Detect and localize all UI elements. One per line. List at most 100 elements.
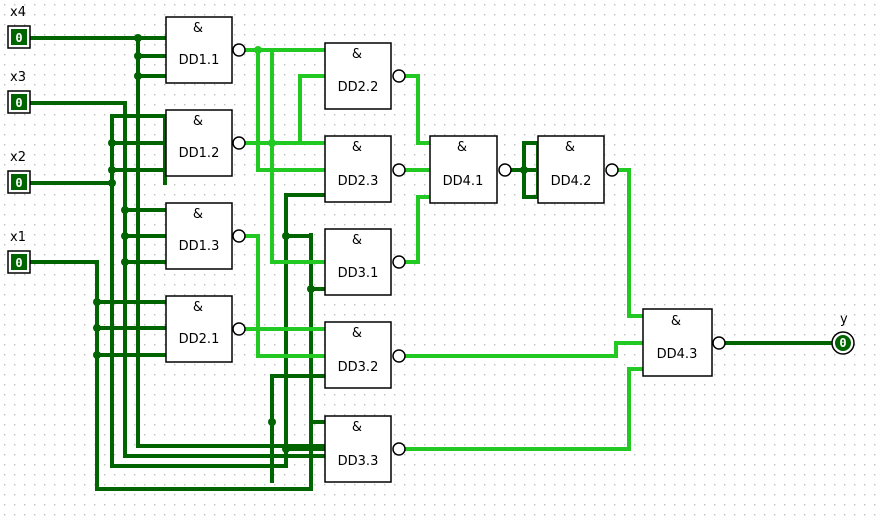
wire-x2-bus [110, 114, 288, 468]
gate-body [642, 308, 713, 377]
gate-symbol: & [671, 314, 681, 329]
input-pin-fill [11, 254, 27, 270]
junction-dot [134, 72, 142, 80]
output-pin-fill [835, 335, 851, 351]
junction-dot [108, 139, 116, 147]
gate-dd2-3[interactable]: & DD2.3 [324, 135, 406, 203]
gate-label: DD2.2 [338, 80, 379, 95]
gate-symbol: & [193, 300, 203, 315]
gate-body [324, 228, 392, 296]
gate-dd4-1[interactable]: & DD4.1 [429, 135, 512, 204]
junctions-low [93, 34, 528, 453]
inverter-bubble [392, 442, 406, 456]
output-pin-y[interactable]: y 0 [831, 312, 855, 355]
wire-x4-bus [136, 36, 327, 448]
gate-dd4-3[interactable]: & DD4.3 [642, 308, 713, 377]
gate-symbol: & [352, 140, 362, 155]
gate-symbol: & [565, 140, 575, 155]
inverter-bubble [392, 255, 406, 269]
input-pin-fill [11, 94, 27, 110]
inverter-bubble [605, 163, 619, 177]
junctions-high [254, 46, 276, 147]
junction-dot [282, 232, 290, 240]
gate-dd3-3[interactable]: & DD3.3 [324, 415, 406, 483]
gate-dd2-1[interactable]: & DD2.1 [165, 295, 246, 363]
gate-dd1-2[interactable]: & DD1.2 [165, 109, 246, 177]
gate-label: DD4.2 [551, 174, 592, 189]
junction-dot [268, 418, 276, 426]
wire-dd11-v [256, 48, 327, 172]
junction-dot [307, 285, 315, 293]
gate-symbol: & [352, 47, 362, 62]
inverter-bubble [392, 69, 406, 83]
input-value: 0 [15, 256, 22, 270]
input-pins: x4 0 x3 0 x2 0 x1 0 [7, 5, 31, 274]
gate-label: DD3.1 [338, 266, 379, 281]
gate-dd1-3[interactable]: & DD1.3 [165, 202, 246, 270]
gate-label: DD2.3 [338, 174, 379, 189]
gate-body [429, 135, 498, 204]
junction-dot [93, 351, 101, 359]
input-pin-fill [11, 29, 27, 45]
wire-dd33-in [284, 420, 327, 451]
wire-dd22-out [404, 74, 432, 145]
input-value: 0 [15, 96, 22, 110]
wire-dd33-out [404, 367, 645, 451]
gate-body [324, 321, 392, 389]
wire-dd31-out [404, 195, 432, 264]
input-pin-x3[interactable]: x3 0 [7, 70, 31, 114]
input-pin-fill [11, 174, 27, 190]
gate-dd2-2[interactable]: & DD2.2 [324, 42, 406, 110]
inverter-bubble [712, 336, 726, 350]
gate-label: DD1.3 [179, 239, 220, 254]
junction-dot [134, 52, 142, 60]
inverter-bubble [392, 349, 406, 363]
wire-dd13-out [244, 234, 327, 358]
gate-body [165, 109, 233, 177]
inverter-bubble [232, 322, 246, 336]
gate-symbol: & [352, 326, 362, 341]
junction-dot [121, 258, 129, 266]
gate-label: DD1.2 [179, 146, 220, 161]
gate-label: DD3.2 [338, 360, 379, 375]
wire-dd32-out [404, 341, 645, 358]
input-pin-x2[interactable]: x2 0 [7, 150, 31, 194]
input-pin-x4[interactable]: x4 0 [7, 5, 31, 49]
input-label: x2 [10, 150, 26, 165]
inverter-bubble [392, 163, 406, 177]
gate-symbol: & [193, 114, 203, 129]
gates: & DD1.1 & DD1.2 & DD1.3 & DD2.1 & DD2.2 [165, 16, 713, 483]
gate-symbol: & [193, 21, 203, 36]
input-label: x1 [10, 230, 26, 245]
junction-dot [268, 139, 276, 147]
gate-label: DD2.1 [179, 332, 220, 347]
low-wires [28, 36, 834, 491]
wire-x2-taps [110, 114, 168, 172]
gate-body [165, 202, 233, 270]
input-pin-x1[interactable]: x1 0 [7, 230, 31, 274]
junction-dot [134, 34, 142, 42]
input-label: x3 [10, 70, 26, 85]
gate-dd3-2[interactable]: & DD3.2 [324, 321, 406, 389]
wire-x1 [28, 260, 313, 491]
gate-dd4-2[interactable]: & DD4.2 [537, 135, 619, 204]
gate-body [324, 42, 392, 110]
junction-dot [520, 166, 528, 174]
gate-body [537, 135, 605, 204]
gate-dd3-1[interactable]: & DD3.1 [324, 228, 406, 296]
inverter-bubble [232, 229, 246, 243]
wire-dd11-v2 [270, 48, 327, 264]
input-value: 0 [15, 176, 22, 190]
gate-label: DD3.3 [338, 454, 379, 469]
junction-dot [93, 298, 101, 306]
gate-symbol: & [352, 233, 362, 248]
gate-label: DD1.1 [179, 53, 220, 68]
input-value: 0 [15, 31, 22, 45]
wire-dd12-v [298, 74, 327, 145]
junction-dot [254, 46, 262, 54]
gate-body [324, 415, 392, 483]
gate-dd1-1[interactable]: & DD1.1 [165, 16, 246, 84]
wire-x4-taps [136, 54, 168, 78]
